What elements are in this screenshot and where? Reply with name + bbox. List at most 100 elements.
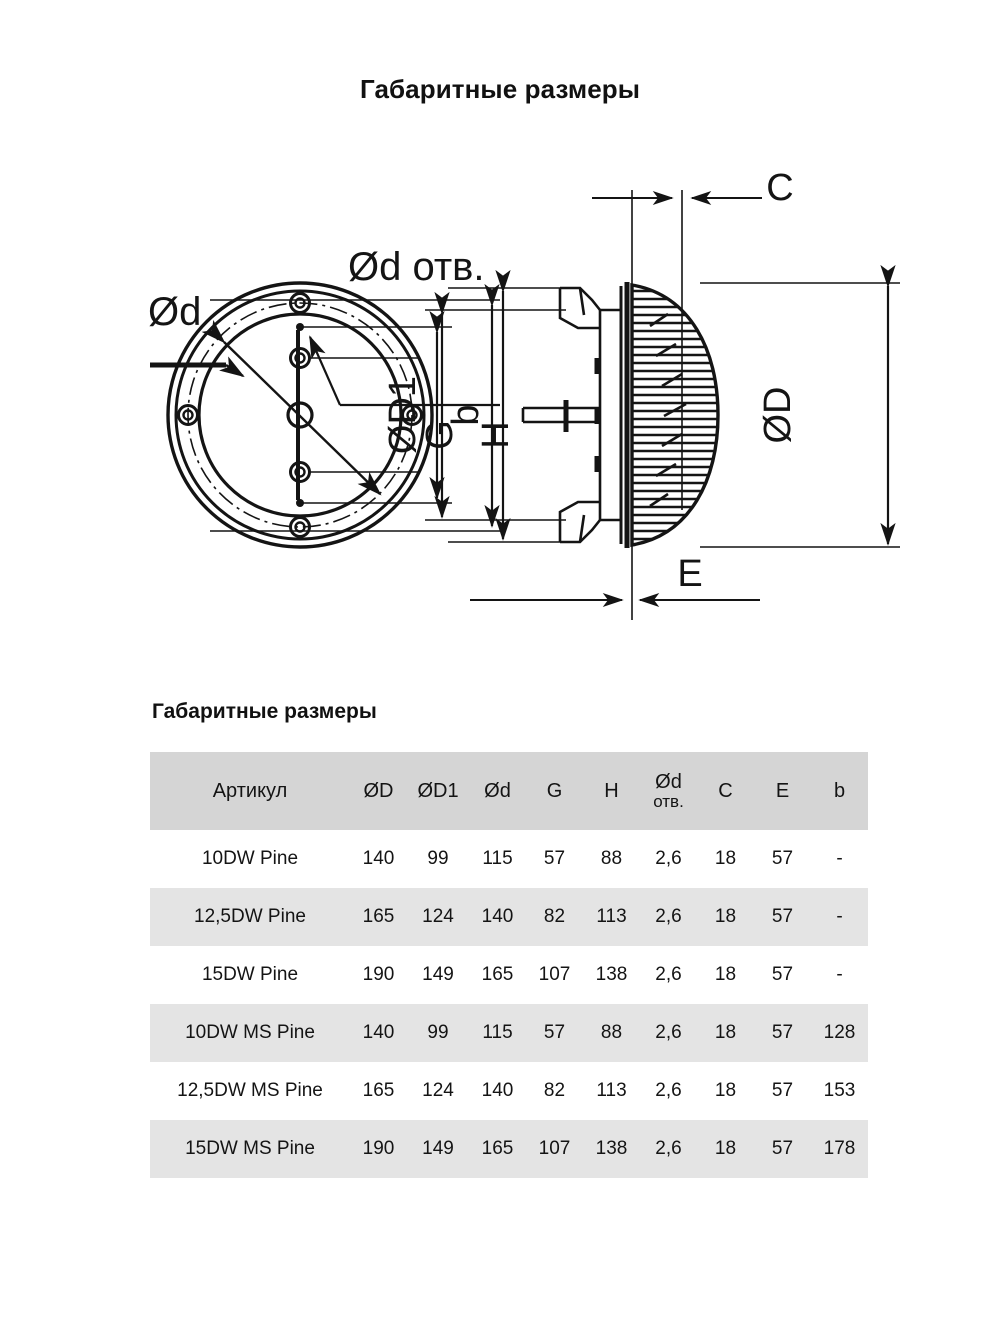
cell-C: 18 — [697, 946, 754, 1004]
cell-C: 18 — [697, 1120, 754, 1178]
cell-article: 12,5DW MS Pine — [150, 1062, 350, 1120]
label-big-d: ØD — [757, 387, 799, 444]
side-clip-bottom-rib — [578, 514, 586, 543]
cell-d: 165 — [469, 1120, 526, 1178]
side-dome-hatching — [632, 289, 718, 541]
side-clip-top-inner — [558, 288, 600, 330]
cell-article: 12,5DW Pine — [150, 888, 350, 946]
front-label-dholes-leader-d — [308, 335, 342, 406]
label-h: H — [475, 421, 517, 448]
cell-d-holes: 2,6 — [640, 830, 697, 888]
col-header-C: C — [697, 752, 754, 830]
cell-article: 15DW MS Pine — [150, 1120, 350, 1178]
label-b: b — [445, 404, 487, 425]
cell-d: 115 — [469, 1004, 526, 1062]
table-row: 12,5DW Pine 165 124 140 82 113 2,6 18 57… — [150, 888, 868, 946]
side-clip-bottom-outer — [560, 519, 602, 544]
table-section-title: Габаритные размеры — [152, 700, 377, 723]
col-header-d: Ød — [469, 752, 526, 830]
front-rim-circle — [174, 289, 426, 541]
technical-drawing: Ød Ød отв. G H ØD1 b ØD C E — [0, 150, 1000, 660]
cell-E: 57 — [754, 830, 811, 888]
side-clip-top-outer — [560, 286, 602, 311]
cell-E: 57 — [754, 946, 811, 1004]
label-e: E — [677, 553, 702, 595]
cell-D: 190 — [350, 946, 407, 1004]
cell-D1: 99 — [407, 1004, 469, 1062]
col-header-d-holes-line1: Ød — [655, 770, 682, 793]
cell-article: 10DW MS Pine — [150, 1004, 350, 1062]
table-row: 12,5DW MS Pine 165 124 140 82 113 2,6 18… — [150, 1062, 868, 1120]
table-row: 10DW MS Pine 140 99 115 57 88 2,6 18 57 … — [150, 1004, 868, 1062]
cell-E: 57 — [754, 888, 811, 946]
cell-C: 18 — [697, 1004, 754, 1062]
cell-b: - — [811, 830, 868, 888]
cell-b: 128 — [811, 1004, 868, 1062]
cell-article: 15DW Pine — [150, 946, 350, 1004]
cell-H: 88 — [583, 1004, 640, 1062]
cell-H: 113 — [583, 1062, 640, 1120]
cell-G: 82 — [526, 888, 583, 946]
col-header-d-holes: Ød отв. — [640, 752, 697, 830]
cell-article: 10DW Pine — [150, 830, 350, 888]
drawing-canvas: Ød Ød отв. G H ØD1 b ØD C E — [148, 167, 900, 620]
cell-E: 57 — [754, 1062, 811, 1120]
cell-d-holes: 2,6 — [640, 1120, 697, 1178]
dimensions-table: Артикул ØD ØD1 Ød G H Ød отв. C E b 10DW… — [150, 752, 868, 1178]
cell-d-holes: 2,6 — [640, 888, 697, 946]
label-g: G — [419, 420, 461, 450]
cell-D: 165 — [350, 1062, 407, 1120]
label-d1: ØD1 — [382, 376, 424, 454]
cell-D1: 124 — [407, 1062, 469, 1120]
table-header: Артикул ØD ØD1 Ød G H Ød отв. C E b — [150, 752, 868, 830]
page-title: Габаритные размеры — [359, 74, 641, 104]
cell-d-holes: 2,6 — [640, 946, 697, 1004]
col-header-article: Артикул — [150, 752, 350, 830]
cell-d-holes: 2,6 — [640, 1062, 697, 1120]
cell-D: 165 — [350, 888, 407, 946]
side-clip-top-rib — [578, 287, 586, 316]
cell-H: 113 — [583, 888, 640, 946]
cell-G: 57 — [526, 1004, 583, 1062]
cell-G: 57 — [526, 830, 583, 888]
table-body: 10DW Pine 140 99 115 57 88 2,6 18 57 - 1… — [150, 830, 868, 1178]
side-clip-bottom-inner — [558, 500, 600, 542]
col-header-D1: ØD1 — [407, 752, 469, 830]
cell-D1: 149 — [407, 1120, 469, 1178]
cell-G: 107 — [526, 946, 583, 1004]
col-header-b: b — [811, 752, 868, 830]
label-small-d: Ød — [148, 290, 201, 334]
cell-C: 18 — [697, 830, 754, 888]
cell-G: 82 — [526, 1062, 583, 1120]
front-label-d-arrow — [219, 356, 245, 378]
cell-b: 153 — [811, 1062, 868, 1120]
cell-d: 115 — [469, 830, 526, 888]
cell-d: 140 — [469, 1062, 526, 1120]
cell-d: 165 — [469, 946, 526, 1004]
label-c: C — [766, 167, 793, 209]
col-header-H: H — [583, 752, 640, 830]
col-header-G: G — [526, 752, 583, 830]
cell-G: 107 — [526, 1120, 583, 1178]
cell-C: 18 — [697, 1062, 754, 1120]
front-bolt-circle — [187, 302, 413, 528]
cell-D1: 149 — [407, 946, 469, 1004]
cell-D: 190 — [350, 1120, 407, 1178]
cell-D1: 99 — [407, 830, 469, 888]
cell-E: 57 — [754, 1004, 811, 1062]
side-dome-ticks — [649, 312, 687, 508]
table-row: 15DW Pine 190 149 165 107 138 2,6 18 57 … — [150, 946, 868, 1004]
col-header-E: E — [754, 752, 811, 830]
col-header-D: ØD — [350, 752, 407, 830]
table-row: 10DW Pine 140 99 115 57 88 2,6 18 57 - — [150, 830, 868, 888]
table-header-row: Артикул ØD ØD1 Ød G H Ød отв. C E b — [150, 752, 868, 830]
cell-b: 178 — [811, 1120, 868, 1178]
col-header-d-holes-line2: отв. — [653, 791, 684, 811]
cell-C: 18 — [697, 888, 754, 946]
cell-D: 140 — [350, 1004, 407, 1062]
cell-E: 57 — [754, 1120, 811, 1178]
label-small-d-holes: Ød отв. — [348, 245, 485, 289]
cell-D1: 124 — [407, 888, 469, 946]
cell-b: - — [811, 888, 868, 946]
cell-D: 140 — [350, 830, 407, 888]
